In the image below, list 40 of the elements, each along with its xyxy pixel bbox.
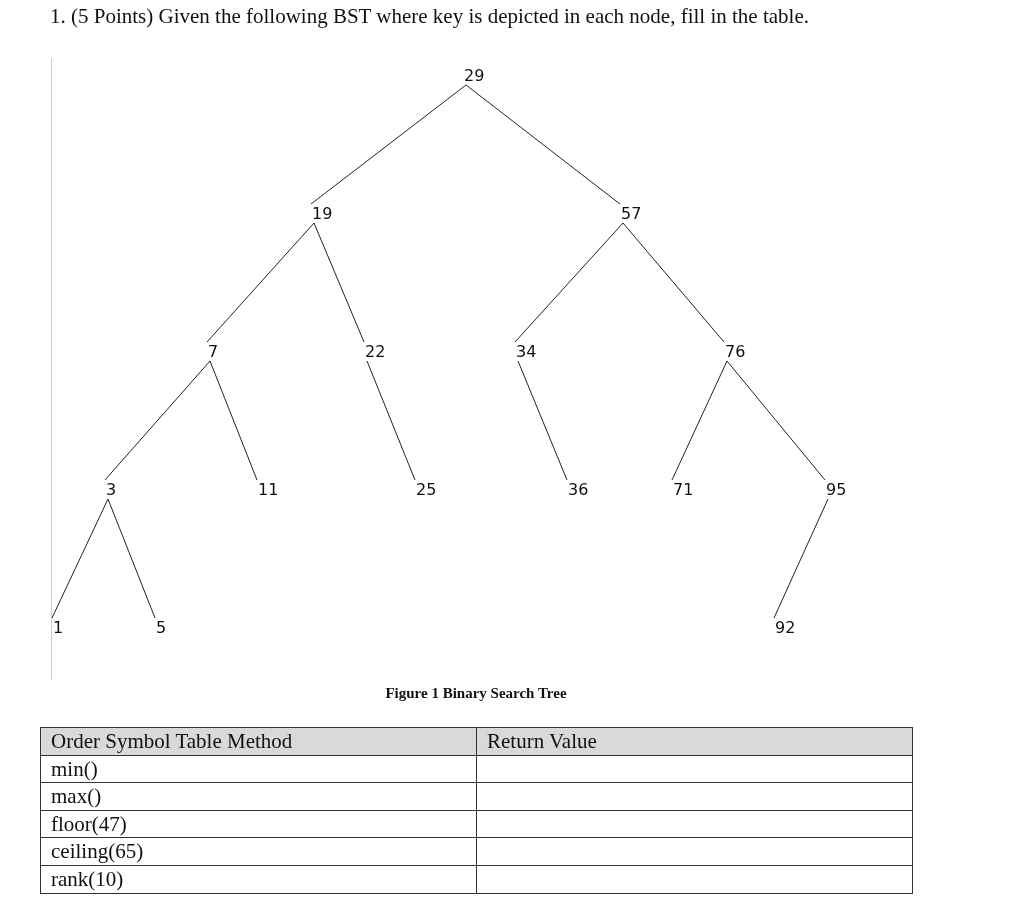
node-key: 76 [724, 342, 747, 361]
tree-edge [313, 222, 365, 343]
tree-edge [517, 360, 568, 481]
tree-edge [465, 84, 621, 205]
tree-edge [104, 360, 211, 481]
node-key: 7 [207, 342, 220, 361]
table-method: max() [41, 783, 477, 811]
tree-edge [209, 360, 258, 481]
node-key: 11 [257, 480, 280, 499]
tree-edge [206, 222, 315, 343]
node-key: 36 [567, 480, 590, 499]
tree-edge [514, 222, 624, 343]
node-key: 3 [105, 480, 118, 499]
node-key: 29 [463, 66, 486, 85]
tree-edge [726, 360, 826, 481]
node-key: 92 [774, 618, 797, 637]
tree-edge [366, 360, 416, 481]
node-key: 19 [311, 204, 334, 223]
table-method: ceiling(65) [41, 838, 477, 866]
table-header: Return Value [477, 728, 913, 756]
tree-edge [310, 84, 467, 205]
table-method: min() [41, 755, 477, 784]
table-method: rank(10) [41, 865, 477, 894]
node-key: 5 [155, 618, 168, 637]
node-key: 71 [672, 480, 695, 499]
node-key: 95 [825, 480, 848, 499]
tree-edge [671, 360, 728, 481]
tree-edge [107, 498, 156, 619]
table-header: Order Symbol Table Method [41, 728, 477, 756]
tree-edge [622, 222, 725, 343]
tree-edge [51, 498, 109, 619]
tree-edge [773, 498, 829, 619]
node-key: 1 [52, 618, 65, 637]
node-key: 22 [364, 342, 387, 361]
figure-caption: Figure 1 Binary Search Tree [384, 685, 568, 702]
node-key: 25 [415, 480, 438, 499]
node-key: 34 [515, 342, 538, 361]
table-method: floor(47) [41, 810, 477, 839]
node-key: 57 [620, 204, 643, 223]
question-text: 1. (5 Points) Given the following BST where key is depicted in each node, fill in the table. [50, 3, 810, 30]
